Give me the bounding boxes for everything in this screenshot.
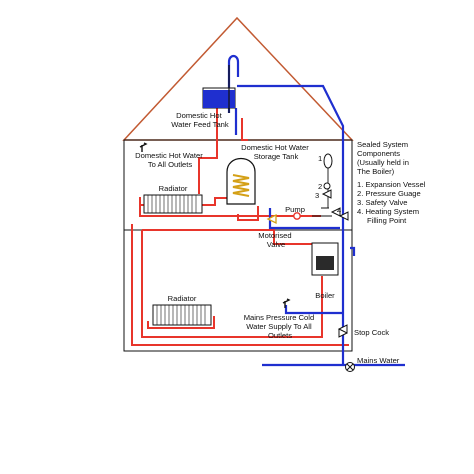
radiator-upper — [143, 194, 203, 214]
roof — [122, 16, 354, 141]
marker-2: 2 — [318, 182, 322, 191]
marker-3: 3 — [315, 191, 319, 200]
sealed-system-markers: 1 2 3 4 — [315, 154, 341, 215]
pressure-gauge-icon — [323, 182, 331, 190]
sealed-system-connector — [312, 207, 332, 217]
radiator-lower-label: Radiator — [168, 294, 197, 303]
marker-4: 4 — [337, 206, 341, 215]
sealed-system-component-list: 1. Expansion Vessel 2. Pressure Guage 3.… — [357, 180, 428, 225]
mains-water-label: Mains Water — [357, 356, 400, 365]
boiler — [311, 242, 339, 276]
feed-tank-label: Domestic Hot Water Feed Tank — [171, 111, 229, 129]
sealed-system-title: Sealed System Components (Usually held i… — [357, 140, 411, 176]
heating-circuit — [131, 106, 349, 346]
feed-tank — [202, 87, 236, 109]
cold-tap-icon — [282, 298, 291, 308]
expansion-vessel-icon — [323, 153, 333, 208]
radiator-lower — [152, 304, 212, 326]
radiator-upper-label: Radiator — [159, 184, 188, 193]
motorised-valve-icon — [266, 213, 277, 225]
safety-valve-icon — [321, 189, 332, 199]
hot-tap-icon — [139, 142, 148, 152]
pump-label: Pump — [285, 205, 305, 214]
storage-tank-label: Domestic Hot Water Storage Tank — [241, 143, 311, 161]
motorised-valve-label: Motorised Valve — [258, 231, 293, 249]
marker-1: 1 — [318, 154, 322, 163]
stop-cock-icon — [337, 324, 348, 338]
hot-water-cylinder — [226, 157, 256, 205]
cold-circuit — [227, 54, 405, 367]
hot-outlets-label: Domestic Hot Water To All Outlets — [135, 151, 205, 169]
mains-cold-label: Mains Pressure Cold Water Supply To All … — [244, 313, 317, 340]
stop-cock-label: Stop Cock — [354, 328, 389, 337]
pump-icon — [293, 212, 301, 220]
filling-point-icon — [330, 207, 349, 221]
mains-water-meter-icon — [345, 362, 355, 372]
boiler-label: Boiler — [315, 291, 335, 300]
